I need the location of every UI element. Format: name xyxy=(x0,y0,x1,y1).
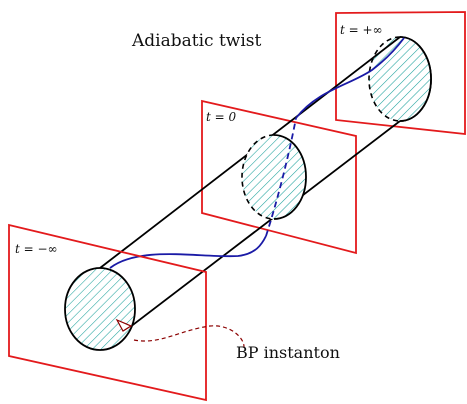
annotation-bp-instanton: BP instanton xyxy=(236,343,340,362)
instanton-leader-line xyxy=(133,325,245,349)
diagram-title: Adiabatic twist xyxy=(131,31,261,51)
disk-t-plus-infinity xyxy=(369,37,431,121)
plane-t-zero xyxy=(201,99,357,255)
disk-t-zero-back-edge xyxy=(241,134,275,220)
disk-t-minus-infinity xyxy=(64,267,136,351)
label-t-plus-infinity: t = +∞ xyxy=(340,23,383,37)
disk-t-zero xyxy=(242,135,306,219)
twist-curve-hidden xyxy=(265,117,297,237)
twist-curve-front xyxy=(109,235,267,269)
cylinder-lower-edge xyxy=(99,120,401,351)
instanton-arrowhead xyxy=(115,318,133,332)
label-t-minus-infinity: t = −∞ xyxy=(15,242,58,256)
disk-t-plus-infinity-back-edge xyxy=(368,36,401,122)
plane-t-plus-infinity xyxy=(335,11,466,136)
twist-curve-back xyxy=(295,37,405,119)
plane-t-minus-infinity xyxy=(8,223,207,402)
disk-t-zero-front-edge xyxy=(273,134,307,220)
label-t-zero: t = 0 xyxy=(206,110,237,124)
